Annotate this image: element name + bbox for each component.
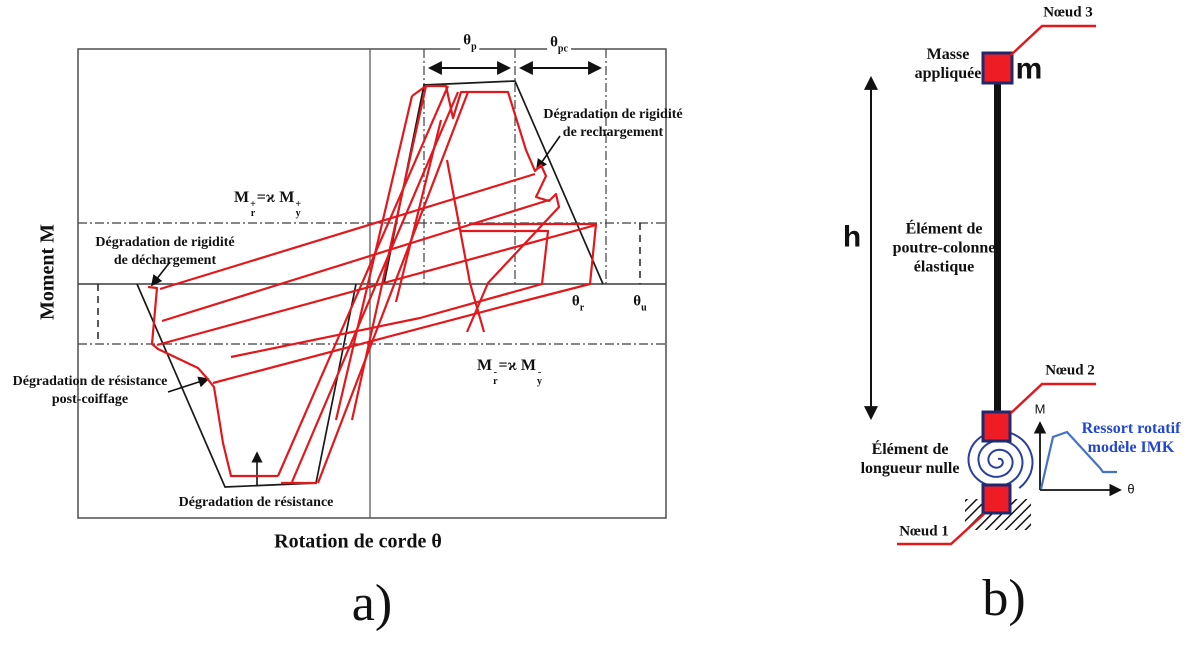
theta-p-label: θp bbox=[460, 31, 480, 57]
label-line: poutre-colonne bbox=[892, 239, 996, 257]
fig-b-label: b) bbox=[982, 570, 1026, 627]
label-line: modèle IMK bbox=[1087, 439, 1175, 456]
annotation-line: Dégradation de rigidité bbox=[95, 235, 235, 250]
fig-a-label: a) bbox=[351, 575, 393, 632]
node2-label: Nœud 2 bbox=[1045, 362, 1095, 379]
dashed-guides bbox=[97, 223, 641, 344]
x-axis-label: Rotation de corde θ bbox=[274, 530, 442, 553]
applied-mass-label: Masse appliquée bbox=[915, 45, 982, 83]
hysteresis-curves bbox=[147, 84, 598, 485]
y-axis-label: Moment M bbox=[36, 223, 59, 321]
rotational-spring-spiral bbox=[967, 430, 1034, 489]
residual-moment-positive-formula: M+r=ϰ M+y bbox=[233, 189, 302, 219]
label-line: Ressort rotatif bbox=[1081, 420, 1181, 437]
node3-square bbox=[981, 51, 1014, 85]
label-line: Élément de bbox=[871, 441, 949, 458]
theta-pc-label: θpc bbox=[547, 33, 571, 59]
theta-r-label: θr bbox=[571, 293, 585, 314]
label-line: Masse bbox=[926, 46, 970, 63]
annotation-line: de déchargement bbox=[113, 253, 217, 268]
node3-label: Nœud 3 bbox=[1043, 4, 1093, 21]
imk-inset-x-label: θ bbox=[1127, 481, 1135, 497]
node2-square bbox=[981, 410, 1012, 443]
imk-spring-label: Ressort rotatif modèle IMK bbox=[1082, 419, 1181, 457]
postcap-strength-annotation: Dégradation de résistance post-coiffage bbox=[13, 373, 168, 409]
imk-backbone-curve bbox=[1039, 430, 1117, 490]
unload-stiffness-annotation: Dégradation de rigidité de déchargement bbox=[95, 234, 234, 270]
mass-symbol: m bbox=[1015, 52, 1043, 86]
label-line: Élément de bbox=[905, 220, 983, 238]
label-line: élastique bbox=[913, 258, 975, 276]
label-line: appliquée bbox=[914, 65, 982, 82]
node-leader-lines bbox=[897, 24, 1096, 546]
height-symbol: h bbox=[842, 220, 862, 254]
node1-square bbox=[981, 483, 1012, 515]
label-line: longueur nulle bbox=[860, 460, 960, 477]
reload-stiffness-annotation: Dégradation de rigidité de rechargement bbox=[543, 106, 682, 142]
zero-length-element-label: Élément de longueur nulle bbox=[861, 440, 960, 478]
annotation-line: post-coiffage bbox=[51, 392, 129, 407]
imk-inset-axes bbox=[1033, 421, 1122, 497]
annotation-line: Dégradation de résistance bbox=[12, 374, 168, 389]
column-element bbox=[994, 82, 1001, 413]
fig-a-lines bbox=[77, 48, 667, 519]
residual-moment-negative-formula: M-r=ϰ M-y bbox=[476, 357, 543, 387]
node-squares bbox=[981, 51, 1014, 515]
annotation-arrows bbox=[150, 135, 561, 485]
elastic-beam-column-label: Élément de poutre-colonne élastique bbox=[893, 220, 996, 277]
theta-u-label: θu bbox=[633, 293, 647, 314]
strength-degradation-annotation: Dégradation de résistance bbox=[178, 495, 334, 510]
fig-b-lines bbox=[864, 24, 1122, 546]
imk-inset-y-label: M bbox=[1034, 401, 1046, 417]
node1-label: Nœud 1 bbox=[899, 523, 949, 540]
annotation-line: Dégradation de rigidité bbox=[543, 107, 683, 122]
annotation-line: de rechargement bbox=[562, 125, 664, 140]
